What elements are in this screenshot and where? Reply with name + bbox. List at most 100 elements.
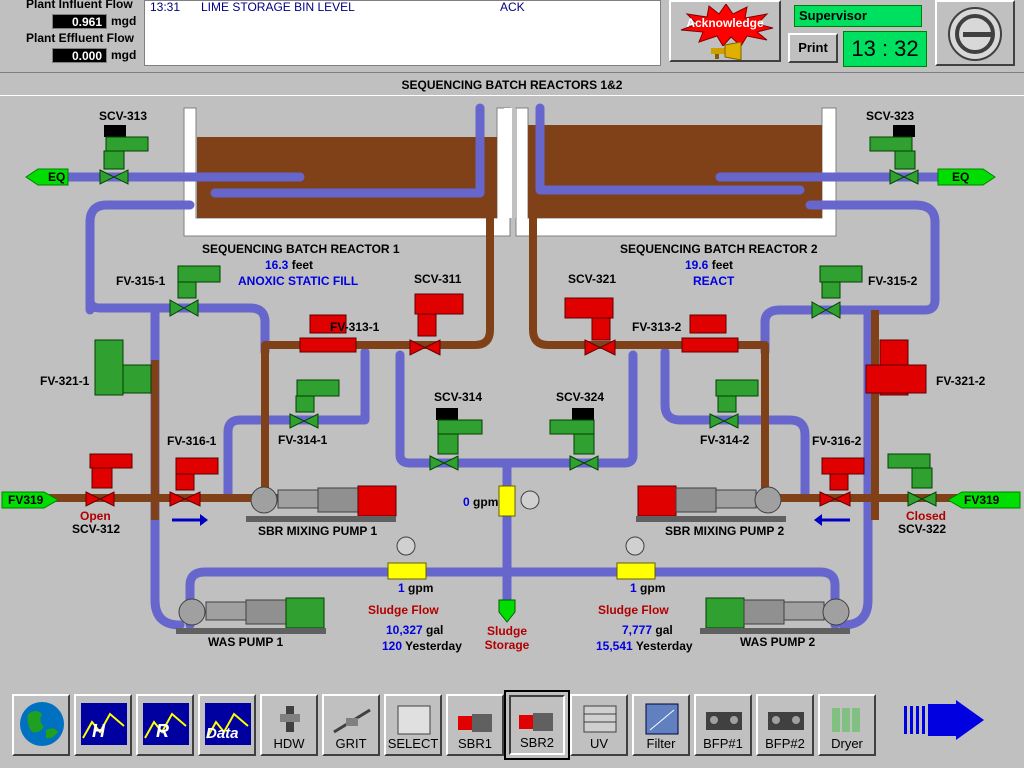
scv-313-label[interactable]: SCV-313 (99, 109, 148, 123)
fv-314-1-label[interactable]: FV-314-1 (278, 433, 328, 447)
scv-312-status: Open (80, 509, 111, 523)
uv-icon (583, 705, 617, 733)
nav-sbr2-button[interactable]: SBR2 (504, 690, 570, 760)
nav-grit-button[interactable]: GRIT (322, 694, 380, 756)
grit-icon (333, 708, 371, 734)
fv-321-2-label[interactable]: FV-321-2 (936, 374, 986, 388)
nav-history-button[interactable]: H (74, 694, 132, 756)
reactor-1-tank (183, 107, 511, 237)
influent-flow-value: 0.961 (52, 14, 107, 29)
fv-321-1-label[interactable]: FV-321-1 (40, 374, 90, 388)
right-sludge-total: 7,777 (622, 623, 653, 637)
left-flow-meter (387, 536, 427, 580)
effluent-flow-value: 0.000 (52, 48, 107, 63)
left-sludge-total: 10,327 (386, 623, 423, 637)
header-bar: Plant Influent Flow 0.961 mgd Plant Effl… (0, 0, 1024, 72)
scv-322-label[interactable]: SCV-322 (898, 522, 947, 536)
nav-bfp2-button[interactable]: BFP#2 (756, 694, 814, 756)
sbr-mixing-pump-1-label[interactable]: SBR MIXING PUMP 1 (258, 524, 378, 538)
scv-311-valve (409, 293, 464, 356)
reactor-2-state: REACT (693, 274, 735, 288)
nav-sbr2-label: SBR2 (520, 735, 554, 750)
user-indicator: Supervisor (794, 5, 922, 27)
fv-321-1-valve (94, 339, 152, 396)
nav-data-label: Data (206, 725, 239, 742)
sludge-storage-label-1[interactable]: Sludge (486, 624, 527, 638)
reactor-1-level-unit: feet (291, 258, 314, 272)
page-title: SEQUENCING BATCH REACTORS 1&2 (0, 72, 1024, 96)
left-flow-unit: gpm (408, 581, 434, 595)
nav-history-label: H (92, 721, 105, 741)
reactor-2-tank (515, 107, 837, 237)
nav-home-button[interactable] (12, 694, 70, 756)
fv-315-1-label[interactable]: FV-315-1 (116, 274, 166, 288)
headworks-icon (280, 706, 300, 732)
fv-321-2-valve (865, 339, 927, 396)
right-sludge-yesterday-label: Yesterday (635, 639, 693, 653)
nav-uv-button[interactable]: UV (570, 694, 628, 756)
left-flow-value: 1 (398, 581, 405, 595)
fv-316-1-label[interactable]: FV-316-1 (167, 434, 217, 448)
fv-316-2-label[interactable]: FV-316-2 (812, 434, 862, 448)
fv-313-1-label[interactable]: FV-313-1 (330, 320, 380, 334)
select-icon (397, 705, 431, 735)
alarm-status: ACK (500, 0, 525, 14)
left-sludge-yesterday-label: Yesterday (405, 639, 462, 653)
eq-left-label: EQ (48, 170, 66, 184)
scv-324-label[interactable]: SCV-324 (556, 390, 605, 404)
nav-bfp2-label: BFP#2 (765, 736, 805, 751)
nav-dryer-button[interactable]: Dryer (818, 694, 876, 756)
print-button[interactable]: Print (788, 33, 838, 63)
scv-314-label[interactable]: SCV-314 (434, 390, 483, 404)
alarm-list[interactable]: 13:31 LIME STORAGE BIN LEVEL ACK (144, 0, 661, 66)
nav-hdw-button[interactable]: HDW (260, 694, 318, 756)
nav-select-button[interactable]: SELECT (384, 694, 442, 756)
right-sludge-yesterday: 15,541 (596, 639, 633, 653)
center-flow-value: 0 (463, 495, 470, 509)
nav-filter-button[interactable]: Filter (632, 694, 690, 756)
sludge-storage-label-2[interactable]: Storage (484, 638, 530, 652)
scv-312-label[interactable]: SCV-312 (72, 522, 121, 536)
filter-icon (645, 703, 679, 735)
fv-315-2-label[interactable]: FV-315-2 (868, 274, 918, 288)
trend-chart-icon (81, 703, 127, 745)
sludge-storage-outlet (498, 599, 516, 623)
logo-button[interactable] (935, 0, 1015, 66)
belt-press-1-icon (706, 712, 742, 730)
influent-flow-unit: mgd (111, 14, 137, 28)
sbr-mixing-pump-2-label[interactable]: SBR MIXING PUMP 2 (665, 524, 785, 538)
fv-314-2-label[interactable]: FV-314-2 (700, 433, 750, 447)
was-pump-2 (700, 597, 850, 634)
data-chart-icon (205, 703, 251, 745)
reactor-2-name: SEQUENCING BATCH REACTOR 2 (620, 242, 818, 256)
nav-sbr1-button[interactable]: SBR1 (446, 694, 504, 756)
alarm-burst-icon (680, 4, 774, 46)
scv-321-label[interactable]: SCV-321 (568, 272, 617, 286)
scv-322-valve (887, 453, 937, 507)
nav-select-label: SELECT (387, 736, 439, 751)
next-page-arrow-icon[interactable] (902, 700, 986, 740)
effluent-flow-label: Plant Effluent Flow (26, 31, 134, 45)
fv319-right-tag (946, 491, 1021, 509)
report-chart-icon (143, 703, 189, 745)
fv-315-2-valve (811, 265, 863, 319)
fv-313-2-label[interactable]: FV-313-2 (632, 320, 682, 334)
scv-322-status: Closed (906, 509, 947, 523)
center-flow-meter (498, 485, 540, 517)
was-pump-1-label[interactable]: WAS PUMP 1 (208, 635, 284, 649)
right-flow-unit: gpm (640, 581, 666, 595)
scv-323-label[interactable]: SCV-323 (866, 109, 915, 123)
nav-bfp1-label: BFP#1 (703, 736, 743, 751)
was-pump-2-label[interactable]: WAS PUMP 2 (740, 635, 816, 649)
nav-data-button[interactable]: Data (198, 694, 256, 756)
fv-315-1-valve (169, 265, 221, 317)
reactor-2-level: 19.6 (685, 258, 709, 272)
scv-311-label[interactable]: SCV-311 (414, 272, 462, 286)
center-flow-unit: gpm (473, 495, 499, 509)
acknowledge-button[interactable]: Acknowledge (669, 0, 781, 62)
nav-bfp1-button[interactable]: BFP#1 (694, 694, 752, 756)
eq-right-tag (937, 168, 996, 186)
nav-report-button[interactable]: R (136, 694, 194, 756)
was-pump-1 (176, 597, 326, 634)
clock-display: 13 : 32 (843, 31, 927, 67)
